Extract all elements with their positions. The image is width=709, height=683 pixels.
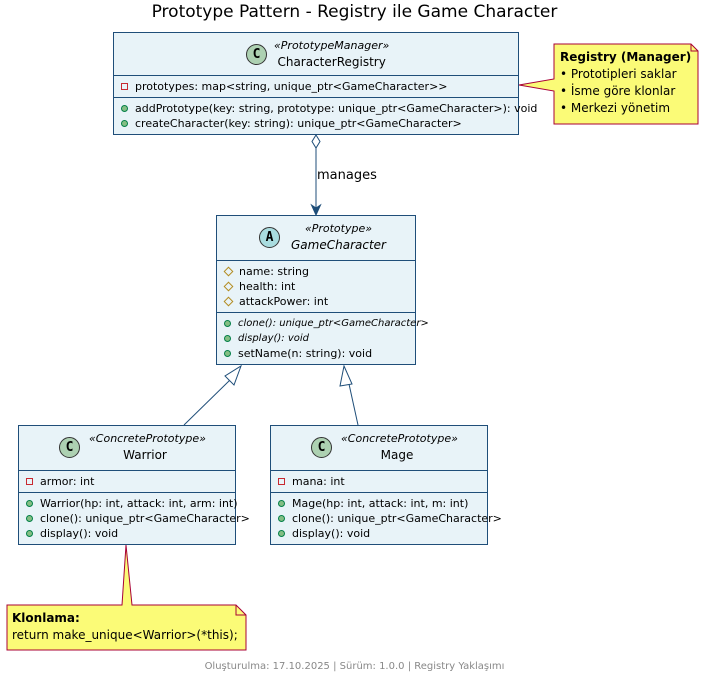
method-row: clone(): unique_ptr<GameCharacter> [217, 316, 429, 331]
public-circle-icon [26, 500, 33, 507]
class-mage[interactable]: C «ConcretePrototype» Mage mana: int Mag… [270, 425, 502, 545]
method-row: display(): void [217, 331, 415, 346]
field-row: name: string [217, 264, 415, 279]
manages-arrowhead [310, 203, 322, 217]
fields-section: armor: int [19, 471, 235, 493]
public-circle-icon [278, 500, 285, 507]
class-header: C «ConcretePrototype» Mage [271, 426, 487, 471]
stereotype-label: «PrototypeManager» [274, 39, 390, 52]
fields-section: prototypes: map<string, unique_ptr<GameC… [114, 76, 518, 98]
methods-section: clone(): unique_ptr<GameCharacter> displ… [217, 313, 429, 364]
note-line: return make_unique<Warrior>(*this); [12, 628, 238, 642]
clone-note-fold [235, 605, 246, 616]
class-header: C «ConcretePrototype» Warrior [19, 426, 235, 471]
protected-diamond-icon [223, 266, 234, 277]
method-row: createCharacter(key: string): unique_ptr… [114, 116, 518, 131]
stereotype-label: «Prototype» [304, 222, 373, 235]
mage-inheritance-triangle [339, 364, 353, 387]
fields-section: mana: int [271, 471, 487, 493]
warrior-inheritance-triangle [224, 364, 242, 386]
field-row: armor: int [19, 474, 235, 489]
field-row: health: int [217, 279, 415, 294]
class-c-icon: C [246, 44, 267, 65]
registry-note-shape [518, 43, 699, 125]
field-row: mana: int [271, 474, 487, 489]
class-c-icon: C [311, 437, 332, 458]
diagram-title: Prototype Pattern - Registry ile Game Ch… [151, 2, 558, 22]
public-circle-icon [121, 105, 128, 112]
public-circle-icon [224, 320, 231, 327]
public-circle-icon [278, 530, 285, 537]
clone-note: Klonlama: return make_unique<Warrior>(*t… [12, 610, 238, 644]
note-title: Klonlama: [12, 611, 80, 625]
class-c-icon: C [59, 437, 80, 458]
methods-section: Mage(hp: int, attack: int, m: int) clone… [271, 493, 502, 544]
mage-inheritance-edge [348, 383, 359, 426]
class-header: A «Prototype» GameCharacter [217, 216, 415, 261]
public-circle-icon [26, 530, 33, 537]
abstract-a-icon: A [259, 227, 280, 248]
stereotype-label: «ConcretePrototype» [89, 432, 206, 445]
public-circle-icon [224, 335, 231, 342]
class-header: C «PrototypeManager» CharacterRegistry [114, 33, 518, 76]
class-character-registry[interactable]: C «PrototypeManager» CharacterRegistry p… [113, 32, 537, 135]
stereotype-label: «ConcretePrototype» [341, 432, 458, 445]
class-name: Warrior [123, 448, 167, 462]
class-name: Mage [380, 448, 414, 462]
method-row: clone(): unique_ptr<GameCharacter> [19, 511, 250, 526]
method-row: display(): void [271, 526, 487, 541]
public-circle-icon [121, 120, 128, 127]
manages-label: manages [317, 168, 377, 183]
registry-note-fold [690, 44, 698, 52]
protected-diamond-icon [223, 296, 234, 307]
note-title: Registry (Manager) [560, 50, 692, 64]
methods-section: addPrototype(key: string, prototype: uni… [114, 98, 537, 134]
method-row: addPrototype(key: string, prototype: uni… [114, 101, 537, 116]
public-circle-icon [278, 515, 285, 522]
aggregation-diamond [311, 134, 321, 149]
class-warrior[interactable]: C «ConcretePrototype» Warrior armor: int… [18, 425, 250, 545]
field-row: attackPower: int [217, 294, 415, 309]
method-row: Warrior(hp: int, attack: int, arm: int) [19, 496, 238, 511]
public-circle-icon [26, 515, 33, 522]
method-row: Mage(hp: int, attack: int, m: int) [271, 496, 487, 511]
method-row: clone(): unique_ptr<GameCharacter> [271, 511, 502, 526]
method-row: display(): void [19, 526, 235, 541]
note-line: • Merkezi yönetim [560, 101, 671, 115]
method-row: setName(n: string): void [217, 346, 415, 361]
private-square-icon [278, 478, 285, 485]
field-row: prototypes: map<string, unique_ptr<GameC… [114, 79, 518, 94]
class-game-character[interactable]: A «Prototype» GameCharacter name: string… [216, 215, 429, 365]
class-name: GameCharacter [291, 238, 386, 252]
note-line: • İsme göre klonlar [560, 84, 676, 98]
note-line: • Prototipleri saklar [560, 67, 677, 81]
footer-caption: Oluşturulma: 17.10.2025 | Sürüm: 1.0.0 |… [204, 661, 505, 672]
warrior-inheritance-edge [183, 379, 231, 426]
methods-section: Warrior(hp: int, attack: int, arm: int) … [19, 493, 250, 544]
class-name: CharacterRegistry [277, 55, 386, 69]
fields-section: name: string health: int attackPower: in… [217, 261, 415, 313]
private-square-icon [121, 83, 128, 90]
registry-note: Registry (Manager) • Prototipleri saklar… [560, 49, 691, 117]
protected-diamond-icon [223, 281, 234, 292]
public-circle-icon [224, 350, 231, 357]
private-square-icon [26, 478, 33, 485]
